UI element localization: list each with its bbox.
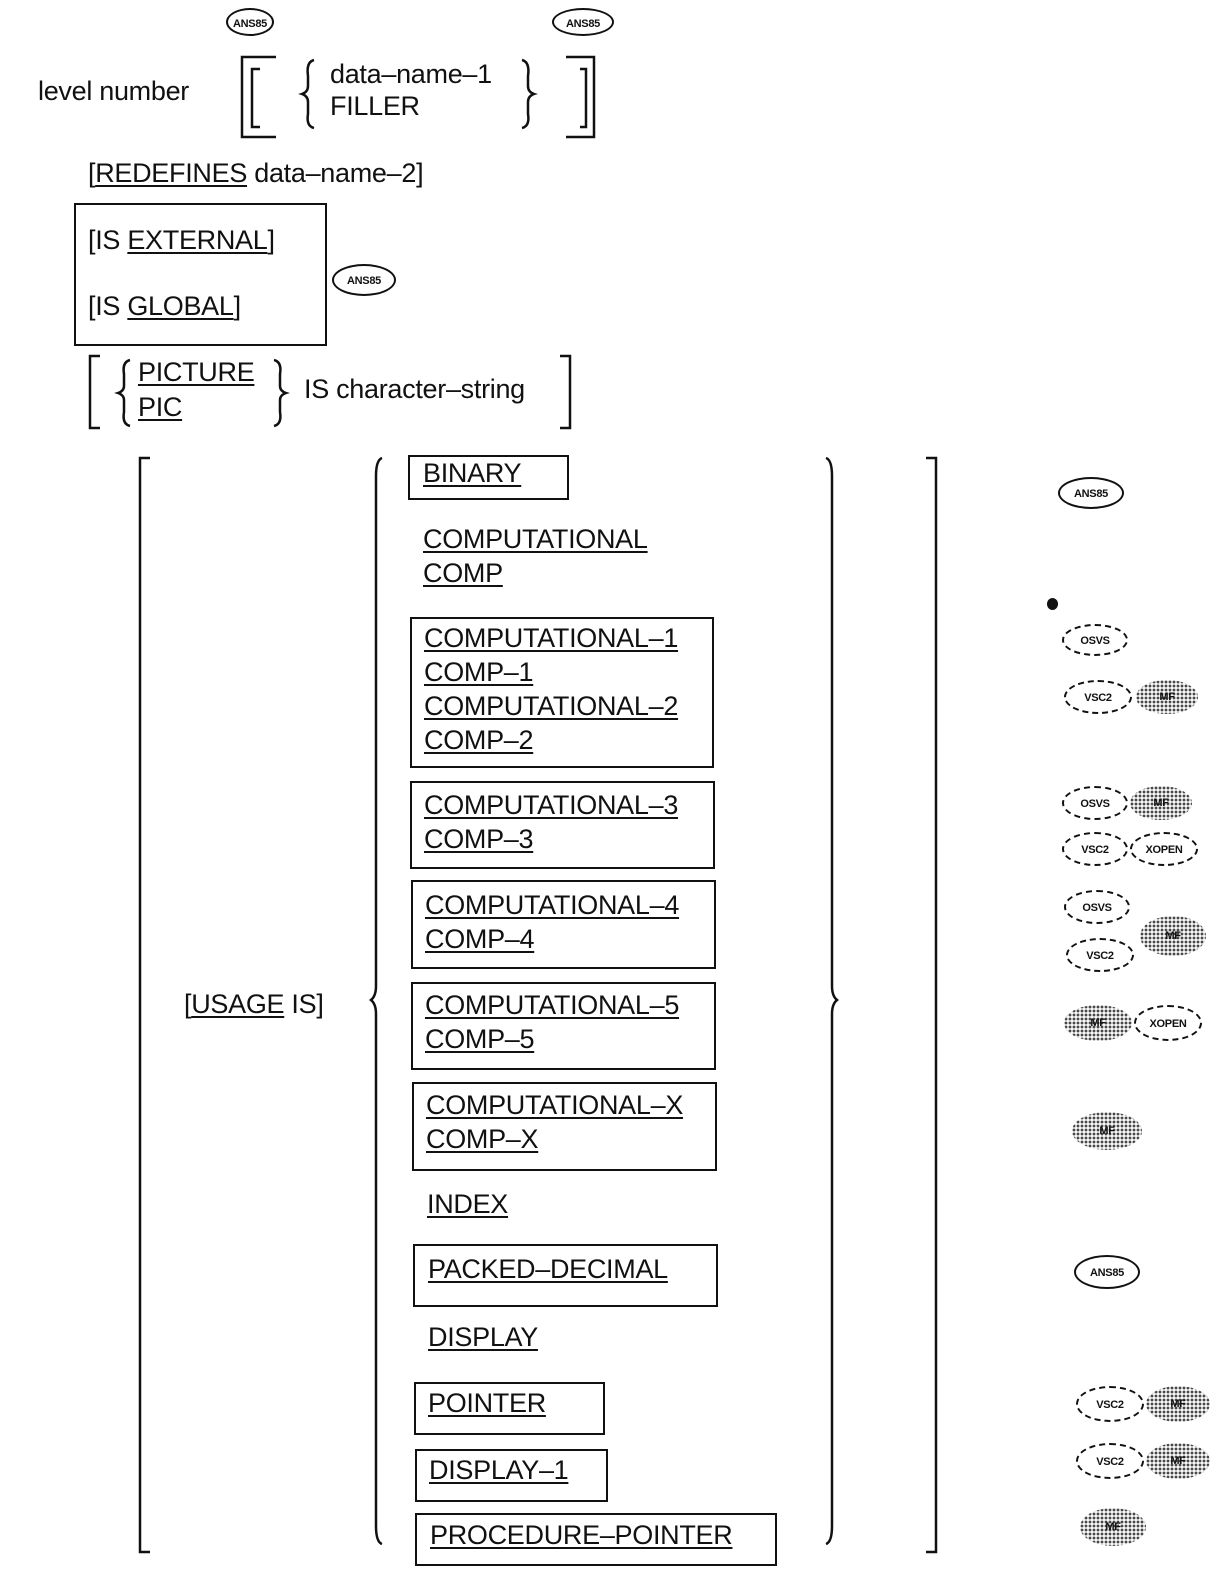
right-double-bracket bbox=[566, 55, 596, 139]
scope-box bbox=[74, 203, 327, 346]
pointer-option: POINTER bbox=[428, 1388, 546, 1418]
comp-x-box bbox=[412, 1082, 717, 1171]
external-clause: [IS EXTERNAL] bbox=[88, 225, 275, 255]
vsc2-badge: VSC2 bbox=[1076, 1386, 1144, 1422]
binary-box bbox=[408, 455, 569, 500]
procedure-pointer-option: PROCEDURE–POINTER bbox=[430, 1520, 733, 1550]
vsc2-badge: VSC2 bbox=[1076, 1443, 1144, 1479]
mf-badge: MF bbox=[1064, 1005, 1132, 1041]
comp-3-options: COMPUTATIONAL–3 COMP–3 bbox=[424, 790, 679, 854]
picture-keyword: PICTURE bbox=[138, 357, 255, 387]
picture-left-brace bbox=[114, 358, 131, 428]
comp-x-options: COMPUTATIONAL–X COMP–X bbox=[426, 1090, 684, 1154]
comp-4-box bbox=[411, 880, 716, 969]
picture-right-bracket bbox=[560, 354, 572, 430]
binary-option: BINARY bbox=[423, 458, 522, 488]
redefines-rest: data–name–2] bbox=[247, 158, 424, 188]
mf-badge: MF bbox=[1130, 786, 1192, 820]
computational-option: COMPUTATIONAL COMP bbox=[423, 524, 648, 588]
xopen-badge: XOPEN bbox=[1134, 1005, 1202, 1041]
osvs-badge: OSVS bbox=[1064, 890, 1130, 924]
redefines-clause: [REDEFINES data–name–2] bbox=[88, 157, 424, 189]
packed-decimal-box bbox=[413, 1244, 718, 1307]
mf-badge: MF bbox=[1136, 680, 1198, 714]
usage-outer-right-bracket bbox=[926, 456, 938, 1554]
data-name-1: data–name–1 bbox=[330, 59, 492, 89]
external-keyword: EXTERNAL bbox=[127, 225, 268, 255]
picture-right-brace bbox=[273, 358, 290, 428]
global-clause: [IS GLOBAL] bbox=[88, 291, 241, 321]
redefines-keyword: REDEFINES bbox=[95, 158, 248, 188]
vsc2-badge: VSC2 bbox=[1062, 832, 1128, 866]
left-double-bracket bbox=[240, 55, 276, 139]
mf-badge: MF bbox=[1080, 1508, 1146, 1546]
bracket-open: [ bbox=[88, 158, 96, 188]
index-option: INDEX bbox=[427, 1189, 509, 1219]
mf-badge: MF bbox=[1072, 1112, 1142, 1150]
pic-keyword: PIC bbox=[138, 392, 183, 422]
comp-5-options: COMPUTATIONAL–5 COMP–5 bbox=[425, 990, 680, 1054]
comp-3-box bbox=[410, 781, 715, 869]
vsc2-badge: VSC2 bbox=[1064, 680, 1132, 714]
display-1-option: DISPLAY–1 bbox=[429, 1455, 569, 1485]
ans85-badge: ANS85 bbox=[226, 8, 274, 36]
mf-badge: MF bbox=[1146, 1443, 1210, 1479]
packed-decimal-option: PACKED–DECIMAL bbox=[428, 1254, 668, 1284]
mf-badge: MF bbox=[1140, 916, 1206, 956]
picture-left-bracket bbox=[88, 354, 100, 430]
osvs-badge: OSVS bbox=[1062, 786, 1128, 820]
ans85-badge: ANS85 bbox=[332, 264, 396, 296]
usage-right-brace bbox=[825, 456, 839, 1546]
usage-outer-left-bracket bbox=[138, 456, 150, 1554]
xopen-badge: XOPEN bbox=[1130, 832, 1198, 866]
ans85-badge: ANS85 bbox=[552, 8, 614, 36]
procedure-pointer-box bbox=[415, 1513, 777, 1566]
mf-badge: MF bbox=[1146, 1386, 1210, 1422]
usage-left-brace bbox=[369, 456, 383, 1546]
osvs-badge: OSVS bbox=[1062, 624, 1128, 656]
comp-1-2-box bbox=[410, 617, 714, 768]
comp-4-options: COMPUTATIONAL–4 COMP–4 bbox=[425, 890, 680, 954]
usage-clause: [USAGE IS] bbox=[184, 989, 324, 1019]
level-number-label: level number bbox=[38, 76, 189, 106]
comp-5-box bbox=[411, 982, 716, 1070]
display-1-box bbox=[415, 1449, 608, 1502]
ans85-badge: ANS85 bbox=[1058, 477, 1124, 509]
ans85-badge: ANS85 bbox=[1074, 1255, 1140, 1289]
display-option: DISPLAY bbox=[428, 1322, 538, 1352]
usage-keyword: USAGE bbox=[191, 989, 285, 1019]
left-brace bbox=[298, 58, 315, 130]
filler-keyword: FILLER bbox=[330, 91, 420, 121]
comp-1-2-options: COMPUTATIONAL–1 COMP–1 COMPUTATIONAL–2 C… bbox=[424, 623, 679, 755]
global-keyword: GLOBAL bbox=[127, 291, 234, 321]
right-brace bbox=[521, 58, 538, 130]
pointer-box bbox=[414, 1382, 605, 1435]
bullet-mark bbox=[1047, 598, 1058, 610]
picture-rest: IS character–string bbox=[304, 374, 525, 404]
vsc2-badge: VSC2 bbox=[1066, 938, 1134, 972]
